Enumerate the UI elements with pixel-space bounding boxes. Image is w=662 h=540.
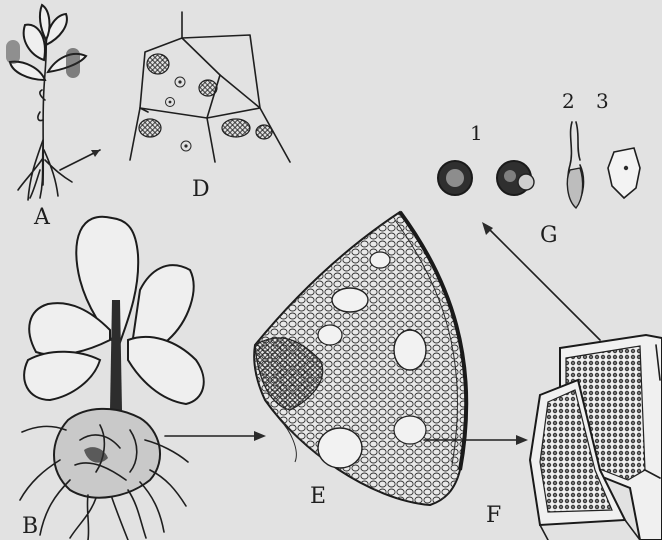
arrow-b-to-e xyxy=(165,431,266,441)
label-g3: 3 xyxy=(596,89,609,113)
seedling-a: A xyxy=(6,5,100,230)
cells-d: D xyxy=(130,12,290,202)
label-a: A xyxy=(33,205,51,230)
cross-section-e: E xyxy=(240,200,480,510)
label-e: E xyxy=(310,484,326,509)
label-d: D xyxy=(192,177,210,202)
label-g: G xyxy=(540,223,558,248)
label-f: F xyxy=(486,503,501,528)
label-b: B xyxy=(22,514,38,539)
label-g1: 1 xyxy=(470,121,483,145)
plant-b: B xyxy=(20,217,204,540)
cells-f: F xyxy=(486,335,662,540)
label-g2: 2 xyxy=(562,89,575,113)
grains-g: 1 2 3 G xyxy=(438,89,640,248)
